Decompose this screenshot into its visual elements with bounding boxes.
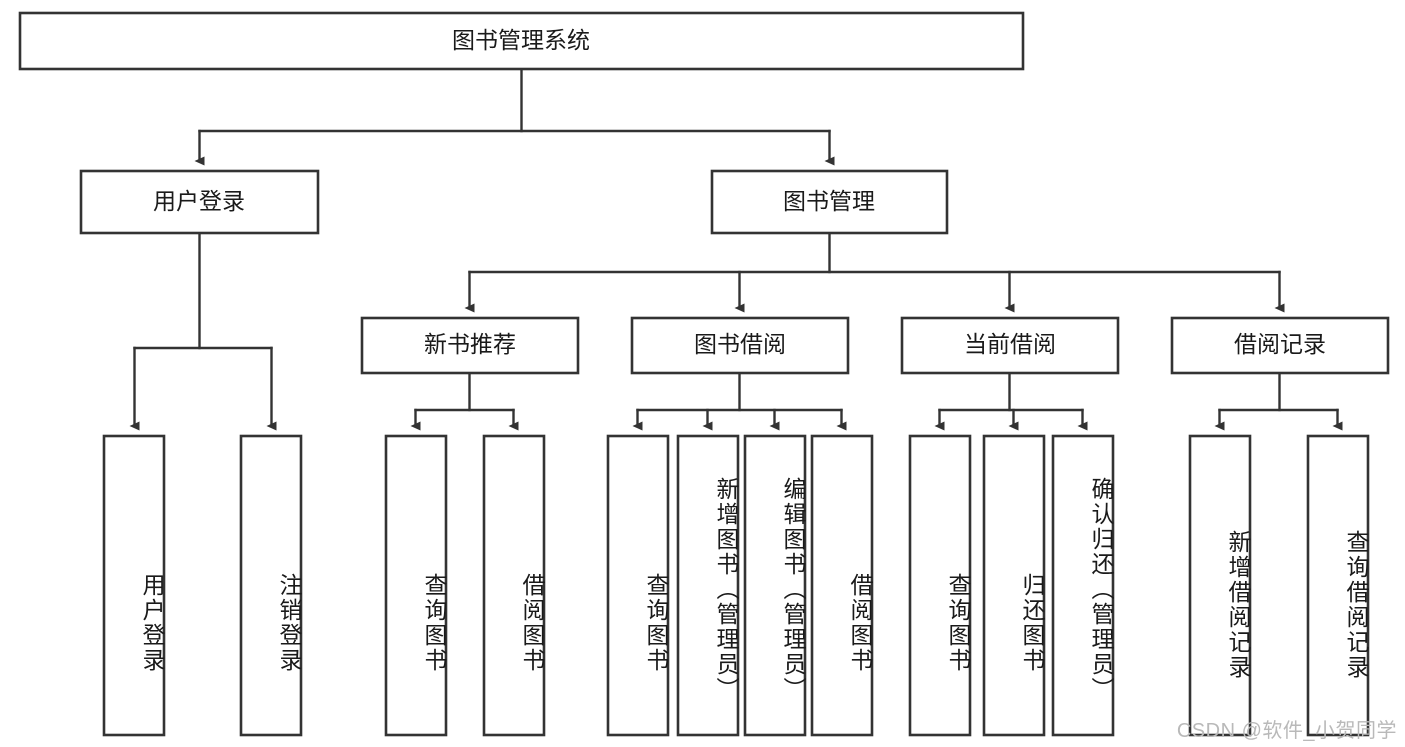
node-leaf-user-logout-box[interactable] (239, 434, 303, 737)
node-book-manage-box[interactable] (710, 169, 949, 235)
node-book-borrow-box[interactable] (630, 316, 850, 375)
node-leaf-borrow-book-2-box[interactable] (810, 434, 874, 737)
node-borrow-record-box[interactable] (1170, 316, 1390, 375)
node-current-borrow-label: 当前借阅 (964, 331, 1056, 357)
node-book-manage-label: 图书管理 (783, 188, 875, 214)
node-user-login-box[interactable] (79, 169, 320, 235)
connector-group-user-login (129, 231, 277, 431)
connector-group-book-manage (464, 231, 1285, 313)
node-leaf-borrow-book-1-box[interactable] (482, 434, 546, 737)
node-borrow-record-label: 借阅记录 (1234, 331, 1326, 357)
node-user-login[interactable]: 用户登录 (79, 169, 320, 235)
node-new-book-rec-box[interactable] (360, 316, 580, 375)
connector-group-current-borrow (934, 371, 1088, 431)
node-current-borrow-box[interactable] (900, 316, 1120, 375)
node-new-book-rec[interactable]: 新书推荐 (360, 316, 580, 375)
node-leaf-query-book-3-box[interactable] (908, 434, 972, 737)
node-new-book-rec-label: 新书推荐 (424, 331, 516, 357)
connector-group-root (194, 67, 835, 166)
node-book-borrow[interactable]: 图书借阅 (630, 316, 850, 375)
node-leaf-query-record-box[interactable] (1306, 434, 1370, 737)
node-leaf-query-book-2-box[interactable] (606, 434, 670, 737)
node-leaf-add-book-box[interactable] (676, 434, 740, 737)
node-user-login-label: 用户登录 (153, 188, 245, 214)
node-root-label: 图书管理系统 (452, 27, 590, 53)
node-leaf-user-login-box[interactable] (102, 434, 166, 737)
node-leaf-query-book-1-box[interactable] (384, 434, 448, 737)
node-leaf-add-record-box[interactable] (1188, 434, 1252, 737)
connector-group-book-borrow (632, 371, 847, 431)
connector-group-borrow-record (1214, 371, 1343, 431)
node-current-borrow[interactable]: 当前借阅 (900, 316, 1120, 375)
node-book-borrow-label: 图书借阅 (694, 331, 786, 357)
node-book-manage[interactable]: 图书管理 (710, 169, 949, 235)
node-root-box[interactable] (18, 11, 1025, 71)
node-leaf-return-book-box[interactable] (982, 434, 1046, 737)
node-leaf-edit-book-box[interactable] (743, 434, 807, 737)
leaf-boxes (102, 434, 1370, 737)
connector-group-new-book-rec (410, 371, 519, 431)
csdn-watermark: CSDN @软件_小贺同学 (1176, 720, 1397, 742)
node-borrow-record[interactable]: 借阅记录 (1170, 316, 1390, 375)
node-root[interactable]: 图书管理系统 (18, 11, 1025, 71)
node-leaf-confirm-return-box[interactable] (1051, 434, 1115, 737)
